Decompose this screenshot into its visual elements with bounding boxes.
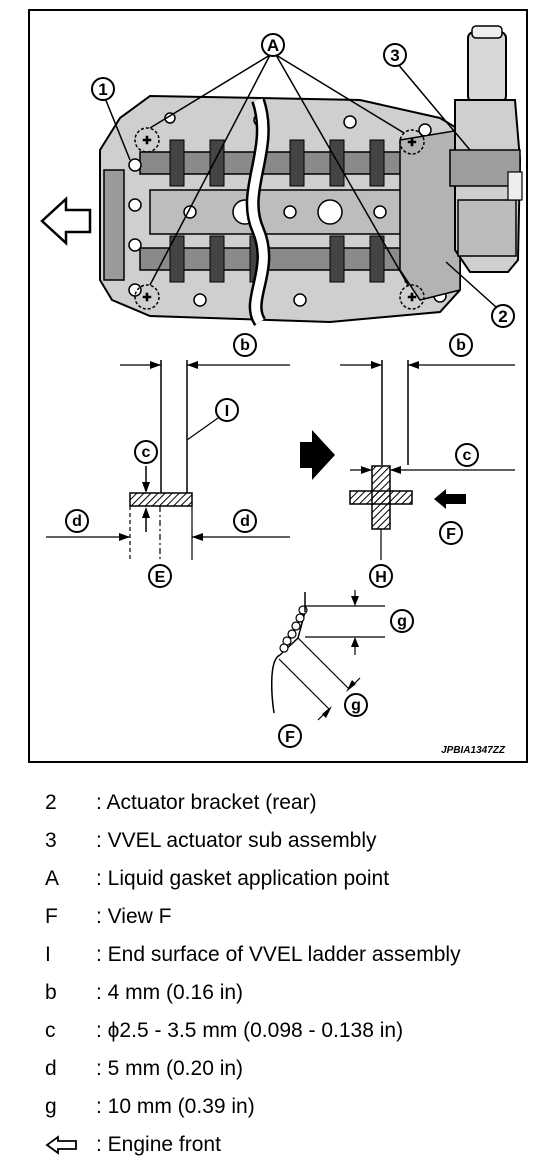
legend-key: g — [45, 1095, 57, 1118]
svg-text:E: E — [155, 569, 166, 586]
callout-b-right: b — [449, 333, 473, 357]
legend-key: b — [45, 981, 57, 1004]
legend-row: c : ϕ2.5 - 3.5 mm (0.098 - 0.138 in) — [0, 1016, 560, 1046]
legend-key: F — [45, 905, 58, 928]
legend-key: c — [45, 1019, 56, 1042]
legend-key: d — [45, 1057, 57, 1080]
svg-text:b: b — [456, 337, 466, 354]
svg-text:✚: ✚ — [142, 292, 151, 304]
callout-c-left: c — [134, 440, 158, 464]
legend-desc: : VVEL actuator sub assembly — [96, 829, 377, 852]
svg-text:F: F — [285, 729, 295, 746]
legend-key: I — [45, 943, 51, 966]
solid-arrow-right-icon — [300, 430, 335, 480]
view-f-detail — [270, 590, 385, 721]
legend-key — [45, 1130, 85, 1160]
view-f-arrow-icon — [434, 489, 466, 509]
section-e — [46, 360, 290, 560]
svg-text:✚: ✚ — [142, 135, 151, 147]
legend-desc: : Liquid gasket application point — [96, 867, 390, 890]
legend-key: A — [45, 867, 60, 890]
legend-key: 2 — [45, 791, 57, 814]
legend-desc: : End surface of VVEL ladder assembly — [96, 943, 461, 966]
section-h — [300, 360, 515, 560]
svg-text:c: c — [463, 447, 472, 464]
callout-c-right: c — [455, 443, 479, 467]
gasket-point-markers — [134, 127, 425, 310]
svg-text:b: b — [240, 337, 250, 354]
legend-row: b : 4 mm (0.16 in) — [0, 978, 560, 1008]
legend-desc: : Engine front — [96, 1133, 221, 1156]
svg-text:c: c — [142, 444, 151, 461]
legend-desc: : ϕ2.5 - 3.5 mm (0.098 - 0.138 in) — [96, 1019, 404, 1042]
vvel-actuator — [449, 25, 523, 273]
svg-text:3: 3 — [390, 46, 399, 65]
engine-front-arrow-icon — [40, 196, 92, 246]
callout-1: 1 — [91, 77, 115, 101]
legend-row: : Engine front — [0, 1130, 560, 1160]
svg-text:g: g — [351, 697, 361, 714]
svg-text:g: g — [397, 613, 407, 630]
legend-desc: : 5 mm (0.20 in) — [96, 1057, 244, 1080]
legend-row: A : Liquid gasket application point — [0, 864, 560, 894]
callout-a: A — [261, 33, 285, 57]
cylinder-head-assembly — [99, 94, 461, 326]
callout-2: 2 — [491, 304, 515, 328]
figure-code: JPBIA1347ZZ — [441, 745, 506, 756]
callout-e: E — [148, 564, 172, 588]
svg-text:H: H — [375, 569, 387, 586]
svg-text:✚: ✚ — [407, 137, 416, 149]
svg-text:d: d — [72, 513, 82, 530]
callout-a-leaders — [149, 54, 409, 286]
callout-d-left: d — [65, 509, 89, 533]
figure-frame — [28, 9, 528, 763]
legend-row: 3 : VVEL actuator sub assembly — [0, 826, 560, 856]
callout-i: I — [215, 398, 239, 422]
outline-arrow-left-icon — [45, 1135, 77, 1156]
callout-g-upper: g — [390, 609, 414, 633]
legend-row: 2 : Actuator bracket (rear) — [0, 788, 560, 818]
svg-text:I: I — [225, 403, 229, 420]
legend-row: g : 10 mm (0.39 in) — [0, 1092, 560, 1122]
legend-row: I : End surface of VVEL ladder assembly — [0, 940, 560, 970]
svg-text:1: 1 — [98, 80, 107, 99]
legend-desc: : View F — [96, 905, 172, 928]
callout-g-lower: g — [344, 693, 368, 717]
callout-b-left: b — [233, 333, 257, 357]
svg-text:A: A — [267, 36, 279, 55]
svg-text:d: d — [240, 513, 250, 530]
svg-text:F: F — [446, 526, 456, 543]
legend-desc: : 4 mm (0.16 in) — [96, 981, 244, 1004]
legend-desc: : Actuator bracket (rear) — [96, 791, 317, 814]
legend-row: F : View F — [0, 902, 560, 932]
callout-d-right: d — [233, 509, 257, 533]
legend-row: d : 5 mm (0.20 in) — [0, 1054, 560, 1084]
legend-key: 3 — [45, 829, 57, 852]
service-diagram: ✚ ✚ ✚ ✚ A 1 3 2 — [28, 9, 528, 763]
svg-text:✚: ✚ — [407, 292, 416, 304]
callout-3: 3 — [383, 43, 407, 67]
svg-text:2: 2 — [498, 307, 507, 326]
callout-f-lower: F — [278, 724, 302, 748]
callout-f-right: F — [439, 521, 463, 545]
legend-desc: : 10 mm (0.39 in) — [96, 1095, 255, 1118]
callout-h: H — [369, 564, 393, 588]
